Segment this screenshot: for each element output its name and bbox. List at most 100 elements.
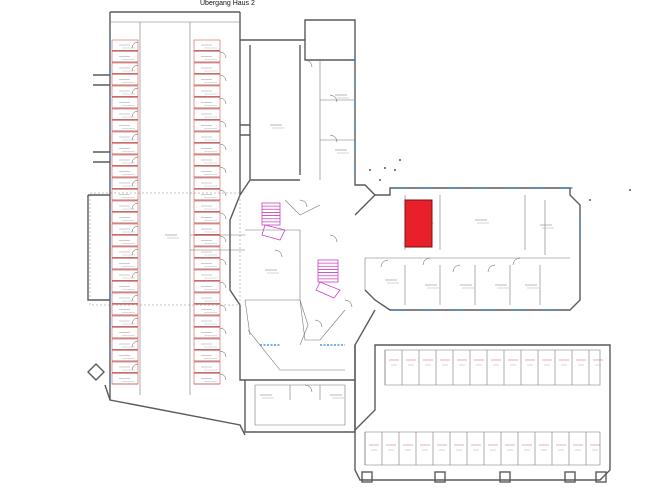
storage-cell [193, 281, 221, 293]
stair-landing [315, 281, 341, 299]
door-swing-icon [219, 189, 227, 197]
door-swing-icon [131, 363, 139, 371]
point-marker-icon [379, 179, 381, 181]
door-swing-icon [304, 59, 313, 68]
storage-cell [193, 120, 221, 132]
center-top-outline [240, 39, 376, 216]
stair-icon [261, 202, 281, 226]
storage-cell [111, 200, 139, 212]
storage-cell [193, 51, 221, 63]
door-swing-icon [219, 373, 227, 381]
storage-cell [193, 292, 221, 304]
left-annex-boundary [89, 192, 241, 306]
storage-cell [111, 143, 139, 155]
pillar [499, 471, 511, 483]
door-swing-icon [274, 249, 283, 258]
pillar [595, 471, 607, 483]
storage-cell [193, 269, 221, 281]
right-lower-partitions [404, 265, 541, 305]
door-swing-icon [219, 235, 227, 243]
storage-cell [111, 304, 139, 316]
door-swing-icon [131, 179, 139, 187]
door-swing-icon [131, 317, 139, 325]
door-swing-icon [219, 51, 227, 59]
center-lower-partitions [244, 299, 346, 341]
storage-cell [193, 235, 221, 247]
door-swing-icon [344, 299, 353, 308]
left-wing-outline [109, 11, 241, 400]
storage-cell [193, 350, 221, 362]
storage-cell [193, 200, 221, 212]
door-swing-icon [131, 64, 139, 72]
storage-cell [193, 97, 221, 109]
door-swing-icon [219, 74, 227, 82]
door-swing-icon [512, 257, 521, 266]
stair-landing [261, 224, 286, 241]
left-wing-bottom-wall [104, 384, 246, 436]
center-bottom-room [247, 329, 345, 371]
door-swing-icon [219, 120, 227, 128]
door-swing-icon [131, 202, 139, 210]
point-marker-icon [399, 159, 401, 161]
storage-cell [193, 108, 221, 120]
highlighted-room [404, 199, 433, 248]
storage-cell [193, 246, 221, 258]
door-swing-icon [131, 110, 139, 118]
storage-cell [111, 189, 139, 201]
storage-cell [193, 177, 221, 189]
storage-cell [111, 154, 139, 166]
point-marker-icon [384, 167, 386, 169]
storage-cell [111, 212, 139, 224]
pillar [564, 471, 576, 483]
stairs [261, 202, 341, 299]
interior-lines [89, 21, 631, 466]
door-swing-icon [219, 143, 227, 151]
corridor-connection [190, 234, 245, 251]
storage-cell [111, 281, 139, 293]
storage-cell [111, 51, 139, 63]
storage-cell [193, 74, 221, 86]
bottom-annex-outline [244, 380, 356, 433]
door-swing-icon [131, 271, 139, 279]
storage-cell [193, 131, 221, 143]
storage-cell [193, 258, 221, 270]
point-marker-icon [369, 169, 371, 171]
point-marker-icon [394, 169, 396, 171]
storage-cell [193, 166, 221, 178]
door-swing-icon [131, 133, 139, 141]
center-top-room [239, 45, 301, 196]
door-swing-icon [131, 87, 139, 95]
door-swing-icon [219, 281, 227, 289]
storage-cell [111, 166, 139, 178]
storage-cell [111, 62, 139, 74]
storage-cell [111, 120, 139, 132]
right-buttress [240, 124, 250, 136]
storage-cell [193, 189, 221, 201]
pillar [434, 471, 446, 483]
upper-bay-row [384, 349, 601, 386]
storage-cell [111, 315, 139, 327]
storage-cell [193, 223, 221, 235]
left-annex-wall [87, 194, 110, 301]
storage-cell [193, 39, 221, 51]
door-swing-icon [452, 264, 461, 273]
storage-cell [111, 373, 139, 385]
door-swing-icon [219, 304, 227, 312]
right-corridor-line [364, 257, 570, 290]
storage-cell [111, 177, 139, 189]
storage-cell [111, 235, 139, 247]
door-swing-icon [219, 166, 227, 174]
storage-cell [111, 361, 139, 373]
bottom-annex-partitions [289, 385, 321, 400]
door-swing-icon [131, 225, 139, 233]
storage-cell [111, 74, 139, 86]
center-lower-outline [229, 194, 376, 381]
door-swing-icon [380, 259, 389, 268]
door-swing-icon [422, 257, 431, 266]
storage-cell [111, 131, 139, 143]
storage-cell [111, 85, 139, 97]
bottom-annex-inner [254, 384, 346, 426]
drawing-title: Übergang Haus 2 [200, 0, 255, 7]
storage-cell [111, 39, 139, 51]
